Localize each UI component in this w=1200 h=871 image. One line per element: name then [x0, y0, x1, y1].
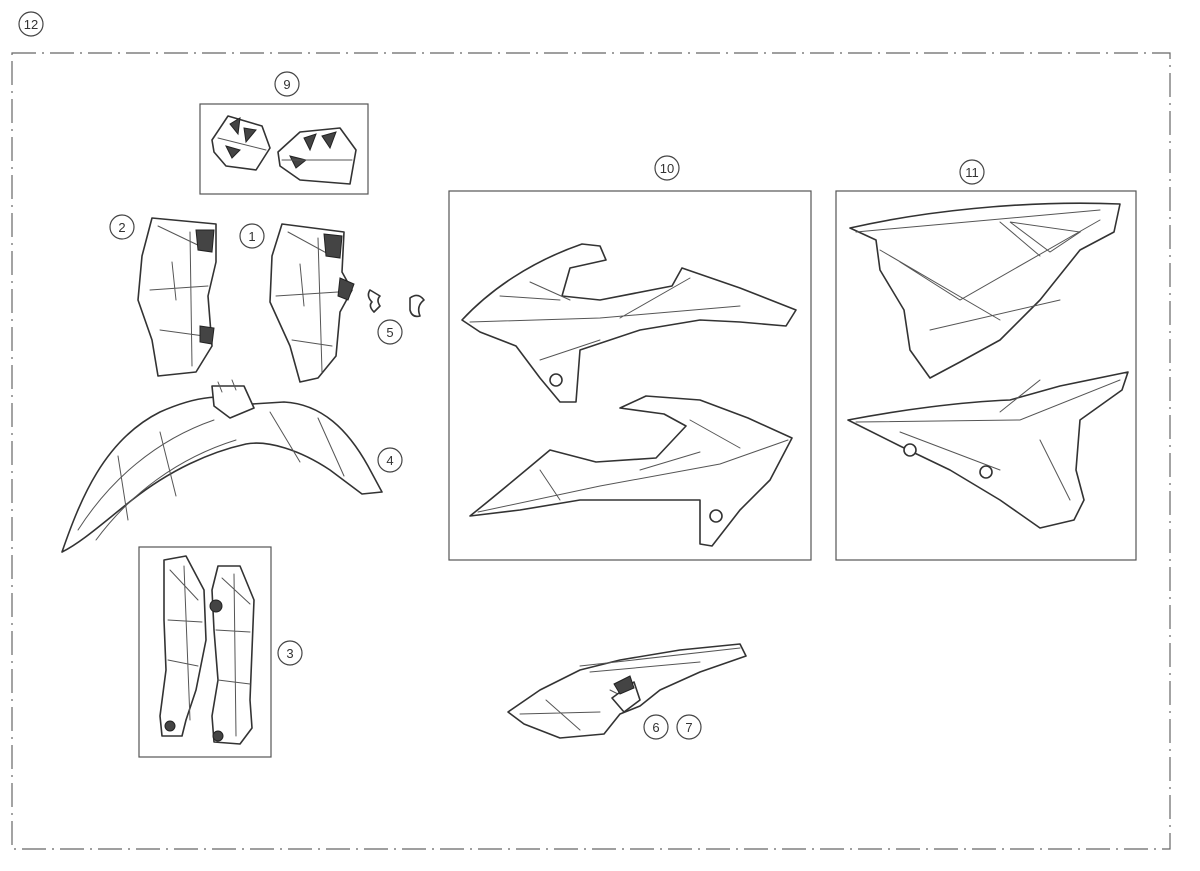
callout-4-label: 4: [386, 453, 393, 468]
group-10-frame: [448, 190, 812, 561]
side-panel-lower[interactable]: [847, 371, 1129, 529]
callout-1[interactable]: 1: [239, 223, 265, 249]
callout-11-label: 11: [965, 165, 979, 180]
callout-9-label: 9: [283, 77, 290, 92]
callout-12[interactable]: 12: [18, 11, 44, 37]
radiator-shroud-upper[interactable]: [461, 243, 797, 403]
callout-2[interactable]: 2: [109, 214, 135, 240]
callout-10[interactable]: 10: [654, 155, 680, 181]
hand-guard-right[interactable]: [277, 127, 357, 185]
front-fender[interactable]: [61, 379, 383, 553]
callout-5-label: 5: [386, 325, 393, 340]
rear-fender[interactable]: [507, 643, 747, 739]
group-9-frame: [199, 103, 369, 195]
callout-12-label: 12: [24, 17, 38, 32]
hand-guard-left[interactable]: [211, 115, 271, 171]
callout-7[interactable]: 7: [676, 714, 702, 740]
radiator-shroud-lower[interactable]: [469, 395, 793, 547]
number-plate-1[interactable]: [269, 223, 355, 383]
callout-11[interactable]: 11: [959, 159, 985, 185]
fork-guard-right[interactable]: [209, 565, 255, 745]
callout-1-label: 1: [248, 229, 255, 244]
fork-guard-left[interactable]: [159, 555, 207, 737]
group-11-frame: [835, 190, 1137, 561]
fastener-a[interactable]: [367, 289, 381, 313]
callout-3[interactable]: 3: [277, 640, 303, 666]
callout-9[interactable]: 9: [274, 71, 300, 97]
callout-4[interactable]: 4: [377, 447, 403, 473]
callout-10-label: 10: [660, 161, 674, 176]
callout-5[interactable]: 5: [377, 319, 403, 345]
fastener-b[interactable]: [409, 294, 425, 318]
outer-assembly-frame: [11, 52, 1171, 850]
side-panel-upper[interactable]: [849, 202, 1121, 379]
number-plate-2[interactable]: [137, 217, 217, 377]
callout-3-label: 3: [286, 646, 293, 661]
callout-6-label: 6: [652, 720, 659, 735]
group-3-frame: [138, 546, 272, 758]
callout-6[interactable]: 6: [643, 714, 669, 740]
callout-2-label: 2: [118, 220, 125, 235]
callout-7-label: 7: [685, 720, 692, 735]
